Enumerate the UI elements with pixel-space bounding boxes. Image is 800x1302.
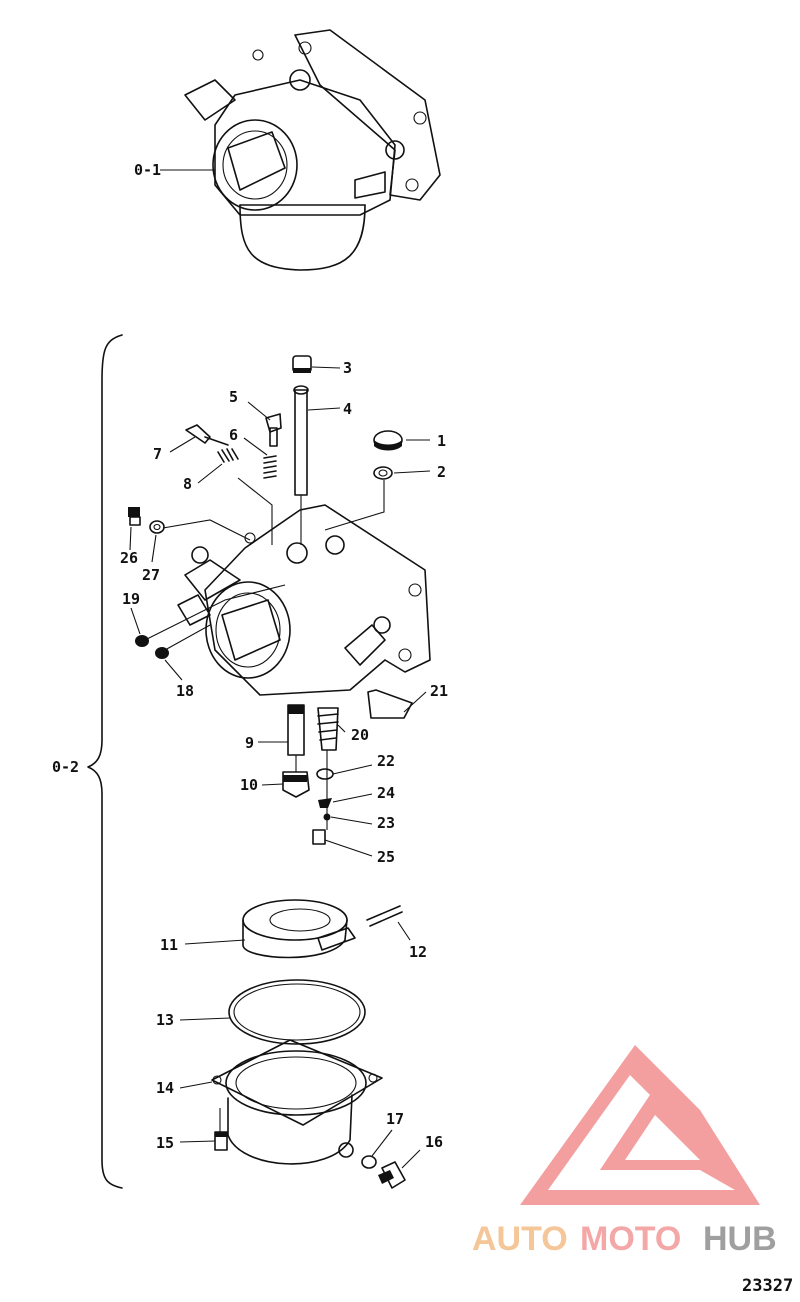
watermark-moto: MOTO [580, 1220, 681, 1258]
assembly-0-2-drawing [128, 355, 431, 1189]
part-label-13: 13 [156, 1011, 174, 1029]
part-label-27: 27 [142, 566, 160, 584]
part-label-20: 20 [351, 726, 369, 744]
part-label-12: 12 [409, 943, 427, 961]
part-label-21: 21 [430, 682, 448, 700]
part-label-24: 24 [377, 784, 395, 802]
part-label-5: 5 [229, 388, 238, 406]
assembly-bracket [87, 334, 123, 1189]
part-label-8: 8 [183, 475, 192, 493]
part-label-18: 18 [176, 682, 194, 700]
document-number: 23327 [742, 1276, 794, 1296]
part-label-23: 23 [377, 814, 395, 832]
part-label-6: 6 [229, 426, 238, 444]
part-label-11: 11 [160, 936, 178, 954]
part-label-22: 22 [377, 752, 395, 770]
assembly-label-0-2: 0-2 [52, 758, 79, 776]
part-label-19: 19 [122, 590, 140, 608]
part-label-26: 26 [120, 549, 138, 567]
part-label-1: 1 [437, 432, 446, 450]
part-label-4: 4 [343, 400, 352, 418]
part-label-25: 25 [377, 848, 395, 866]
part-label-3: 3 [343, 359, 352, 377]
watermark-hub: HUB [703, 1220, 777, 1258]
part-label-14: 14 [156, 1079, 174, 1097]
watermark-auto: AUTO [472, 1220, 568, 1258]
part-label-10: 10 [240, 776, 258, 794]
watermark-logo: AUTO MOTO HUB [472, 1045, 777, 1258]
part-label-2: 2 [437, 463, 446, 481]
part-label-15: 15 [156, 1134, 174, 1152]
assembly-label-0-1: 0-1 [134, 161, 161, 179]
part-label-16: 16 [425, 1133, 443, 1151]
part-label-7: 7 [153, 445, 162, 463]
part-label-9: 9 [245, 734, 254, 752]
leader-lines [129, 366, 431, 1169]
assembly-0-1-drawing [184, 29, 441, 271]
part-label-17: 17 [386, 1110, 404, 1128]
part-labels: 1 2 3 4 5 6 7 8 9 10 11 12 13 14 15 16 1… [120, 359, 448, 1152]
